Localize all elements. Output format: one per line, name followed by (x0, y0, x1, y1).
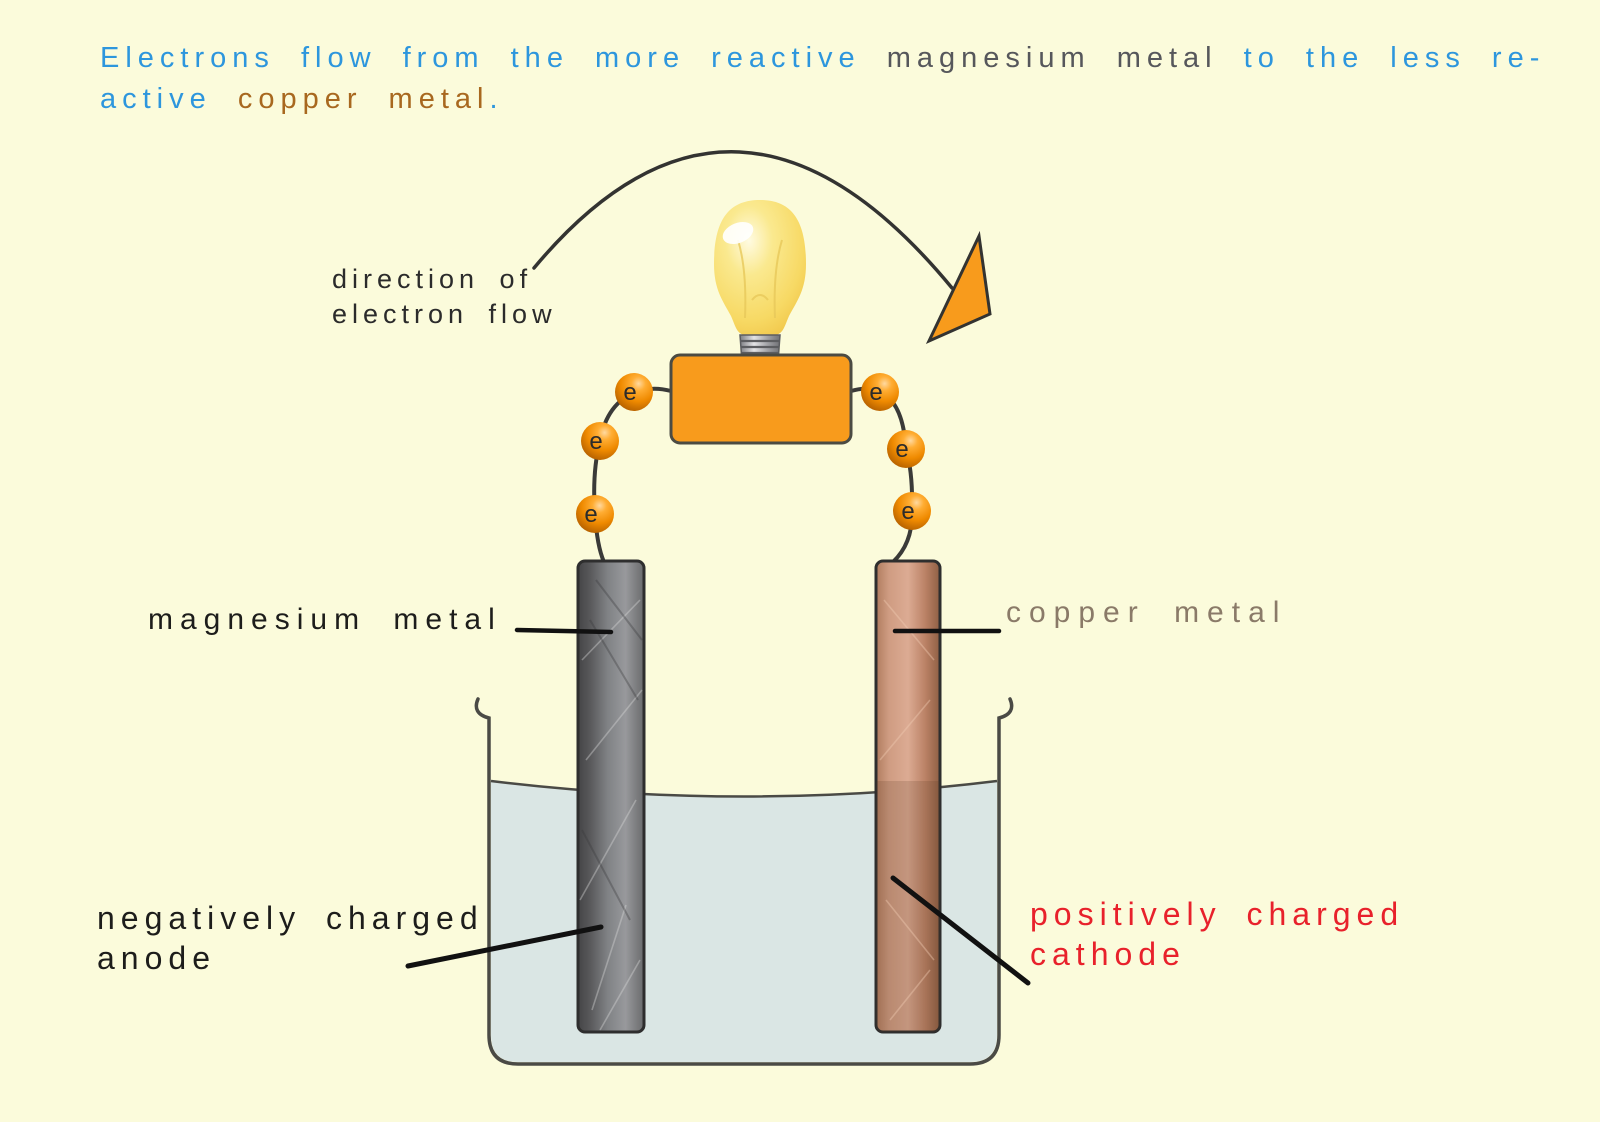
caption-part-period: . (489, 83, 504, 115)
anode-label: negatively charged anode (97, 898, 484, 978)
copper-metal-label: copper metal (1006, 596, 1288, 629)
electron-flow-arc (532, 150, 954, 290)
direction-label-line-1: direction of (332, 264, 533, 294)
cathode-label: positively charged cathode (1030, 894, 1404, 974)
magnesium-leader-line (514, 627, 614, 635)
caption-part-blue-2: to the less re- (1243, 42, 1546, 74)
cathode-leader-line (890, 875, 1031, 986)
cathode-label-line-2: cathode (1030, 936, 1186, 972)
svg-text:e: e (589, 428, 602, 455)
electron-left-3: e (576, 495, 614, 533)
caption-part-copper: copper metal (237, 83, 490, 115)
anode-label-line-1: negatively charged (97, 900, 484, 936)
caption-part-blue-1: Electrons flow from the more reactive (100, 42, 887, 74)
wire-left (592, 386, 672, 563)
caption-part-magnesium: magnesium metal (886, 42, 1244, 74)
svg-text:e: e (901, 498, 914, 525)
svg-text:e: e (584, 501, 597, 528)
beaker (474, 697, 1014, 1066)
magnesium-metal-label: magnesium metal (148, 603, 502, 636)
svg-text:e: e (869, 379, 882, 406)
electron-right-3: e (893, 492, 931, 530)
caption-part-blue-3: active (100, 83, 238, 115)
bulb-holder-box (669, 353, 853, 445)
caption-line-2: active copper metal. (100, 79, 1560, 120)
svg-text:e: e (623, 379, 636, 406)
anode-leader-line (405, 924, 604, 969)
electron-left-2: e (581, 422, 619, 460)
arrow-head-icon (925, 230, 992, 345)
anode-label-line-2: anode (97, 940, 216, 976)
electron-right-1: e (861, 373, 899, 411)
svg-text:e: e (895, 436, 908, 463)
caption-line-1: Electrons flow from the more reactive ma… (100, 38, 1560, 79)
caption: Electrons flow from the more reactive ma… (100, 38, 1560, 120)
electron-left-1: e (615, 373, 653, 411)
wire-right (850, 386, 915, 564)
light-bulb-icon (714, 200, 806, 366)
direction-label-line-2: electron flow (332, 299, 557, 329)
cathode-label-line-1: positively charged (1030, 896, 1405, 932)
electron-right-2: e (887, 430, 925, 468)
direction-of-electron-flow-label: direction of electron flow (332, 262, 557, 332)
